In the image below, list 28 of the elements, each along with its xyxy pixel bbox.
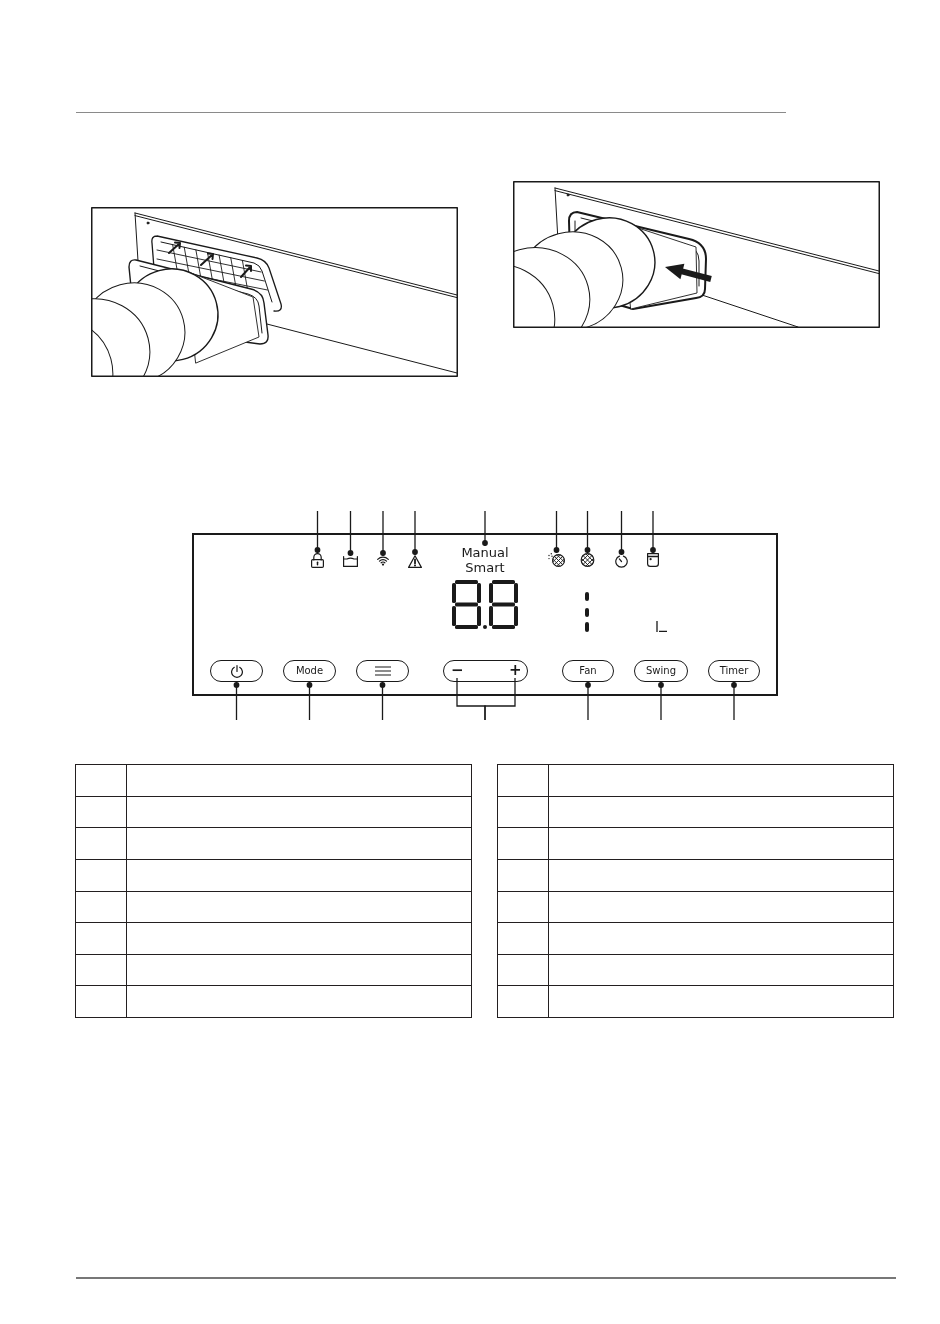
- leader-line: [584, 510, 591, 554]
- tank-icon: [647, 553, 659, 567]
- leader-line: [412, 510, 418, 556]
- leader-line: [553, 510, 560, 554]
- leader-line: [618, 510, 625, 556]
- sparkle-ball-icon: [548, 553, 565, 567]
- leader-line: [482, 510, 488, 547]
- lock-icon: [311, 553, 324, 568]
- timer-icon: [615, 555, 628, 568]
- leader-line: [379, 681, 386, 721]
- wifi-icon: [377, 556, 389, 566]
- hatched-ball-icon: [580, 553, 595, 567]
- minus-sign: −: [451, 662, 463, 678]
- leader-line: [314, 510, 321, 554]
- warning-icon: [408, 555, 422, 568]
- leader-line: [650, 510, 656, 554]
- leader-line: [306, 681, 313, 721]
- mode-indicator-text: Manual Smart: [452, 546, 518, 576]
- leader-line: [380, 510, 386, 557]
- leader-line: [658, 681, 664, 721]
- bucket-icon: [343, 556, 358, 567]
- leader-line: [484, 677, 516, 721]
- leader-line: [347, 510, 354, 557]
- leader-line: [233, 681, 240, 721]
- control-panel: [192, 533, 778, 696]
- leader-line: [585, 681, 591, 721]
- leader-line: [731, 681, 737, 721]
- plus-sign: +: [509, 662, 521, 678]
